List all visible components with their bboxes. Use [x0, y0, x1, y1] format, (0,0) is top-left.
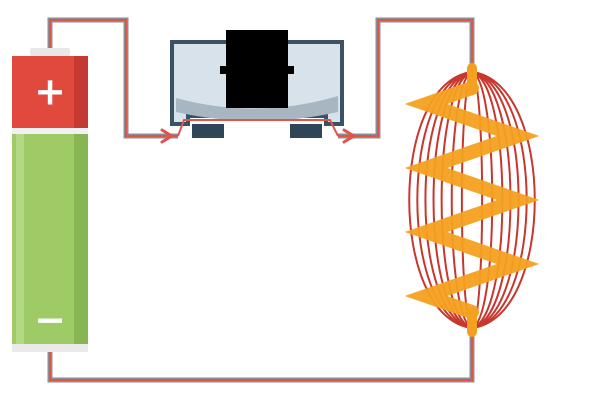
current-arrow-right	[342, 128, 356, 144]
switch-terminal-right	[290, 124, 322, 138]
current-line-switch-to-coil	[338, 19, 473, 137]
battery-bottom-cap	[12, 344, 88, 352]
battery-top-cap	[30, 48, 70, 56]
wire-circuit	[47, 17, 475, 383]
switch-knob-notch-right	[286, 66, 294, 74]
switch[interactable]	[160, 30, 356, 144]
battery-positive-shade	[74, 56, 88, 128]
current-arrow-left	[160, 128, 174, 144]
switch-terminal-left	[192, 124, 224, 138]
battery-negative-symbol: −	[34, 298, 66, 342]
battery: + −	[12, 48, 88, 352]
battery-negative-shade	[74, 134, 88, 344]
coil	[404, 63, 540, 337]
battery-separator	[12, 128, 88, 134]
wire-coil-to-battery	[47, 330, 475, 383]
current-line-battery-to-switch	[49, 19, 178, 137]
current-line-coil-to-battery	[49, 330, 473, 381]
switch-rocker-plate	[176, 96, 338, 121]
switch-knob-notch-left	[220, 66, 228, 74]
coil-wire	[404, 81, 540, 319]
battery-positive-symbol: +	[34, 70, 66, 114]
switch-contact-current	[177, 119, 339, 137]
switch-knob[interactable]	[226, 30, 288, 108]
battery-negative-highlight	[16, 134, 24, 344]
